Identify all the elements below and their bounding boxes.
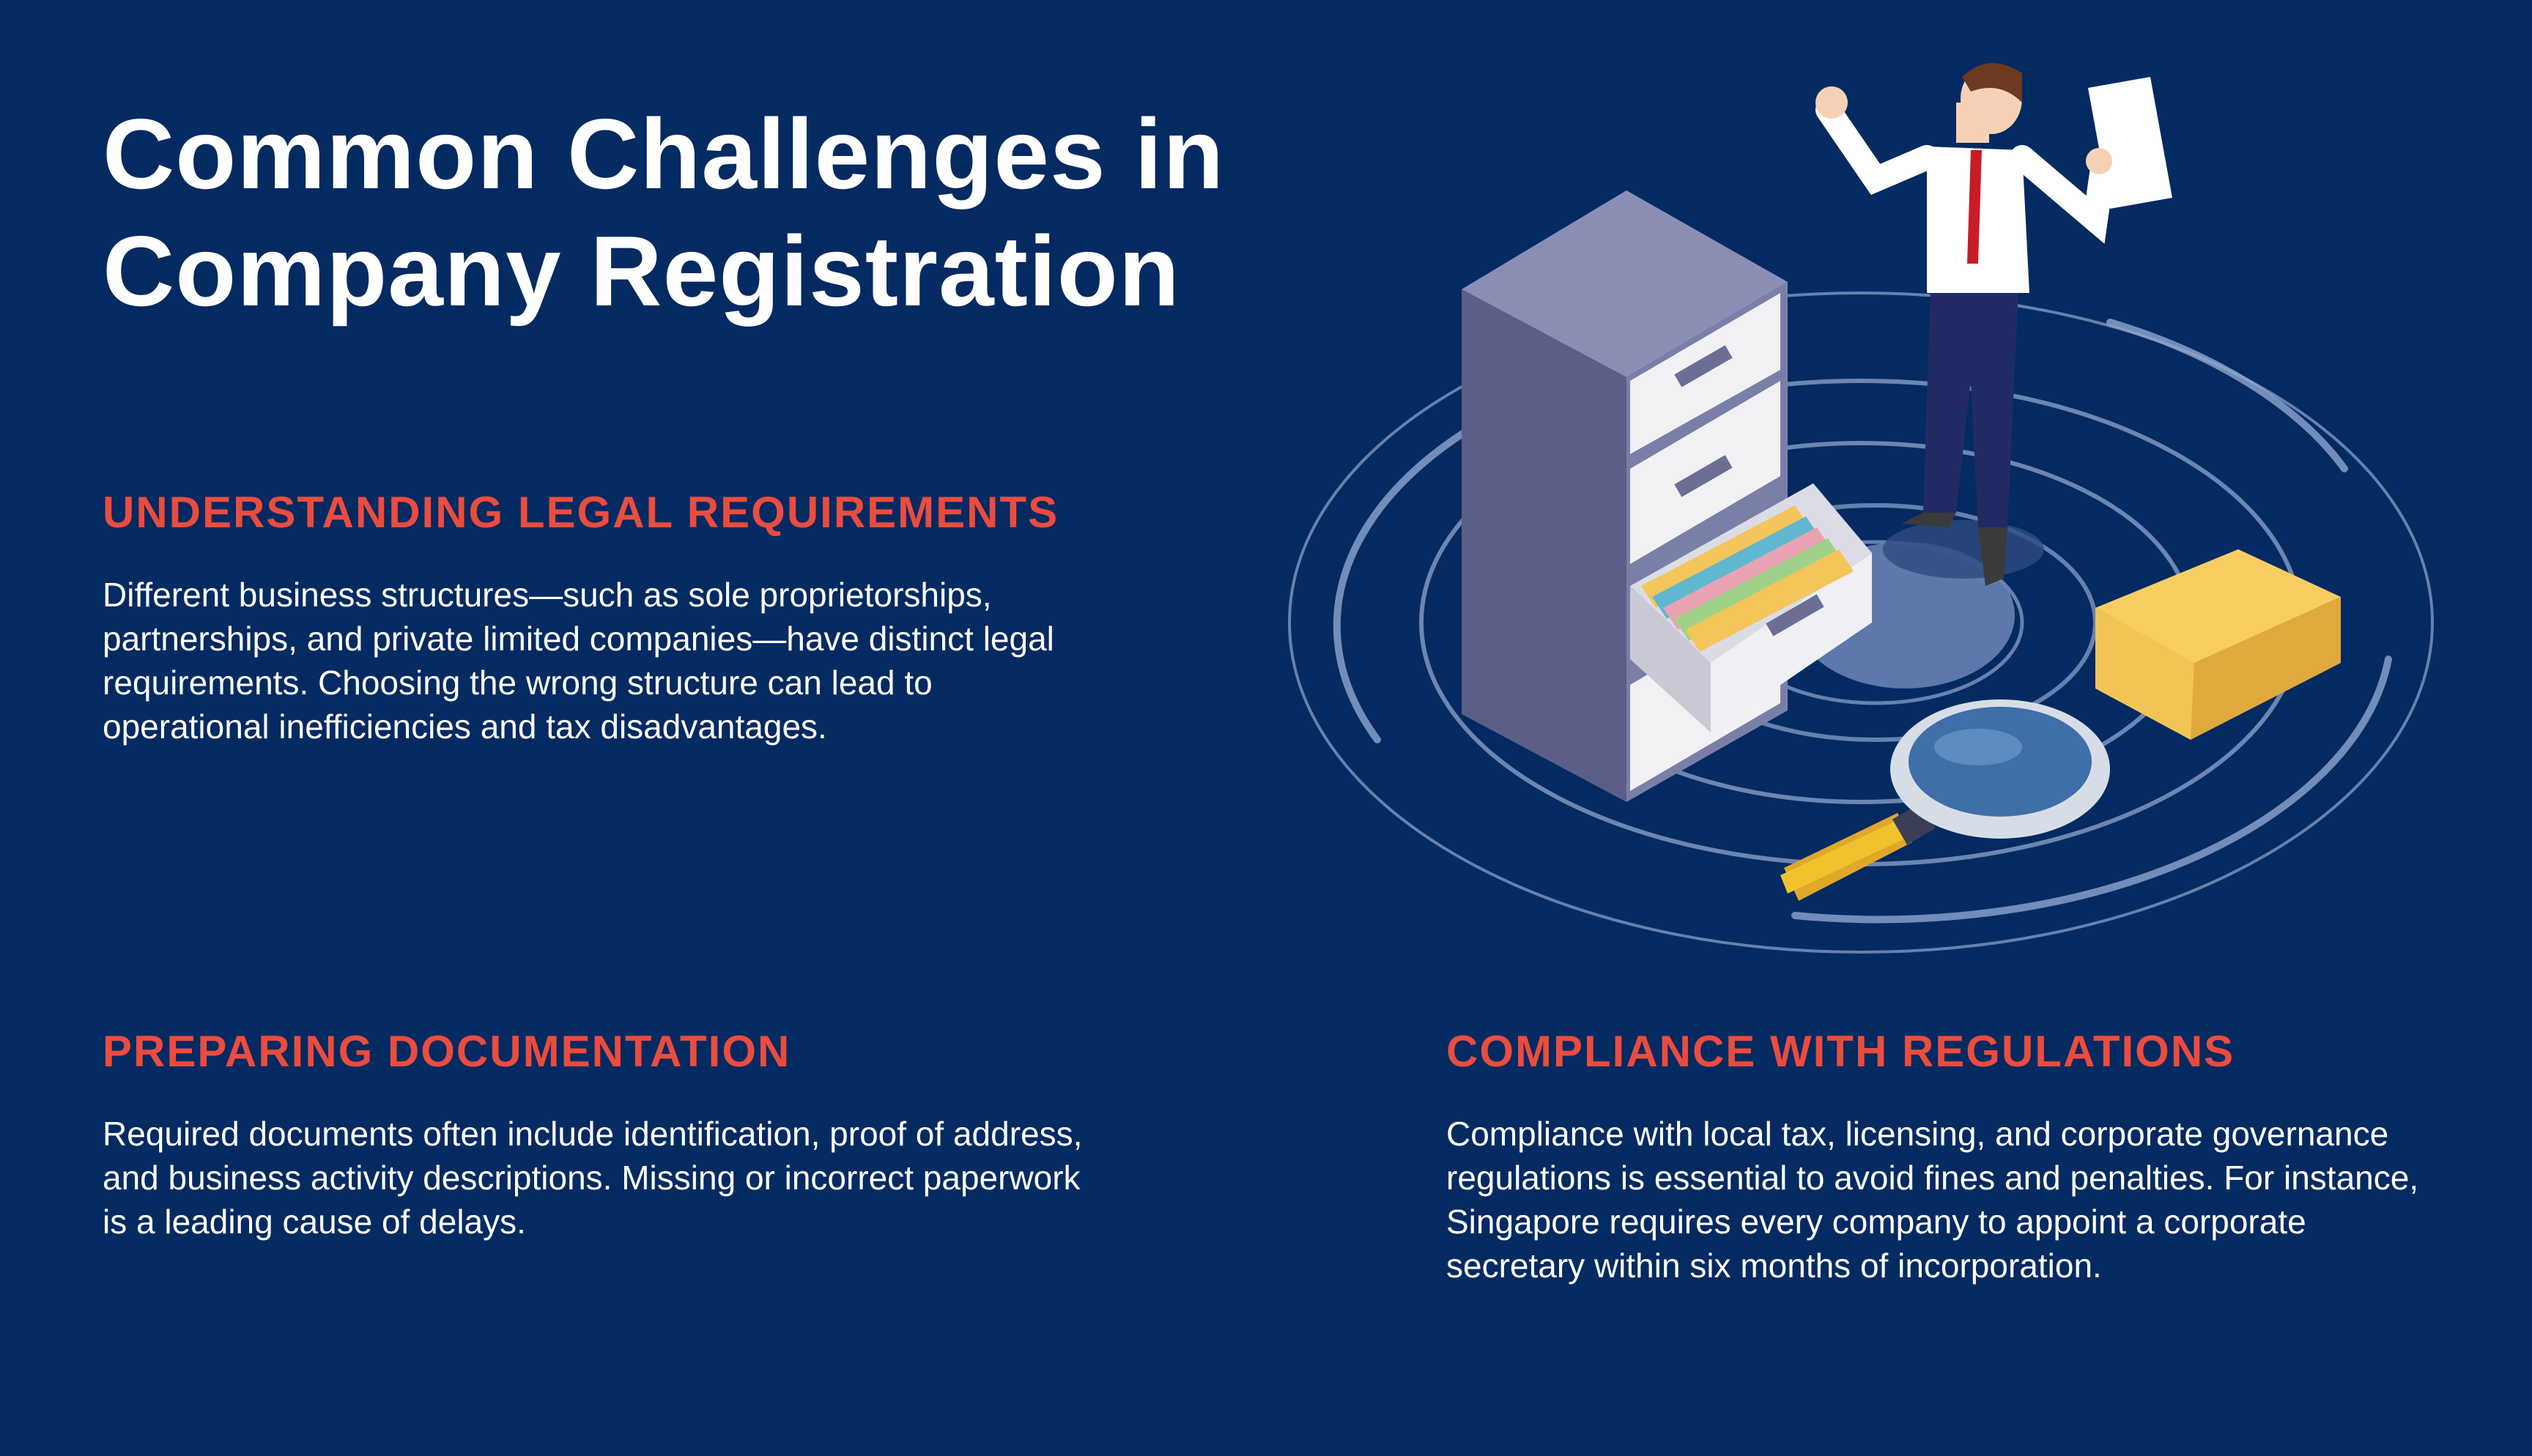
section-heading: COMPLIANCE WITH REGULATIONS [1446, 1027, 2235, 1076]
file-cabinet-icon [1462, 190, 1872, 802]
section-heading: PREPARING DOCUMENTATION [103, 1027, 791, 1076]
section-legal-requirements: UNDERSTANDING LEGAL REQUIREMENTS Differe… [103, 483, 1092, 749]
section-body: Required documents often include identif… [103, 1115, 1083, 1241]
page-title: Common Challenges in Company Registratio… [103, 98, 1225, 327]
file-cabinet-businessman-illustration [1288, 63, 2434, 954]
businessman-figure [1815, 63, 2172, 586]
section-body: Compliance with local tax, licensing, an… [1446, 1115, 2419, 1285]
folder-icon [2095, 549, 2341, 740]
section-body: Different business structures—such as so… [103, 576, 1054, 746]
section-heading: UNDERSTANDING LEGAL REQUIREMENTS [103, 488, 1059, 537]
section-preparing-documentation: PREPARING DOCUMENTATION Required documen… [103, 1022, 1092, 1244]
section-compliance: COMPLIANCE WITH REGULATIONS Compliance w… [1446, 1022, 2443, 1288]
magnifying-glass-icon [1780, 699, 2110, 901]
